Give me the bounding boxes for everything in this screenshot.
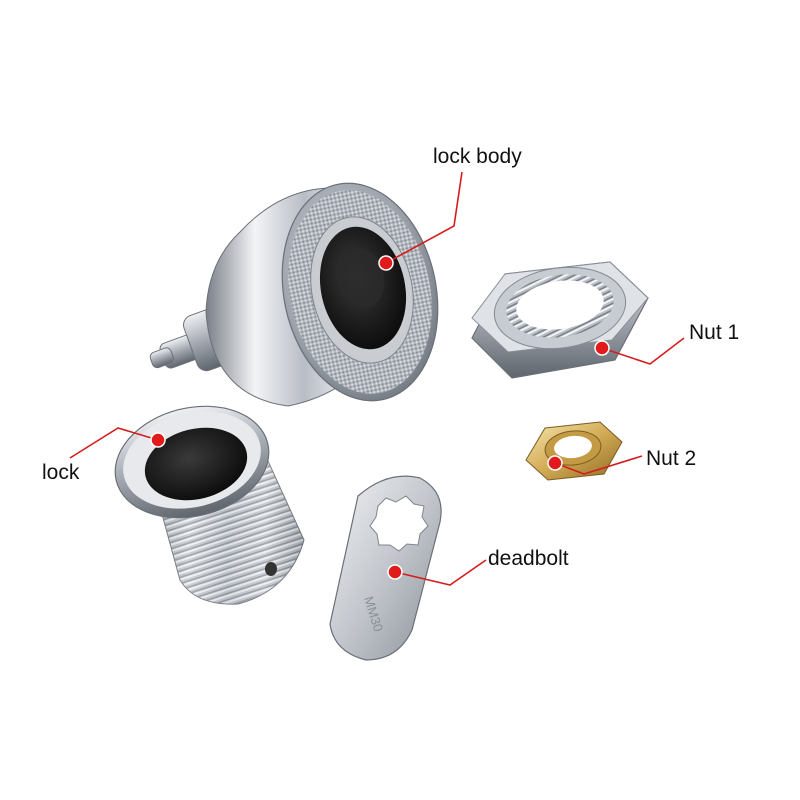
label-lock-body: lock body — [433, 145, 522, 168]
leader-nut-1 — [601, 337, 685, 365]
leader-nut-2 — [554, 455, 643, 475]
label-lock: lock — [42, 461, 80, 484]
marker-nut-2 — [547, 455, 563, 471]
marker-nut-1 — [594, 340, 610, 356]
label-deadbolt: deadbolt — [488, 547, 569, 570]
marker-dots — [150, 255, 610, 580]
marker-deadbolt — [387, 564, 403, 580]
threaded-sleeve-icon — [114, 405, 305, 605]
cam-blade-icon: MM30 — [329, 475, 442, 661]
marker-lock-body — [378, 255, 394, 271]
leader-deadbolt — [394, 559, 487, 586]
hex-nut-icon — [471, 261, 649, 379]
leader-lines — [69, 171, 685, 586]
leader-lock — [69, 427, 159, 459]
brass-hex-nut-icon — [525, 421, 623, 481]
lock-body-cylinder-icon — [149, 182, 439, 407]
marker-lock — [150, 432, 166, 448]
label-nut-2: Nut 2 — [646, 447, 697, 470]
leader-lock-body — [385, 171, 463, 264]
label-nut-1: Nut 1 — [689, 321, 740, 344]
